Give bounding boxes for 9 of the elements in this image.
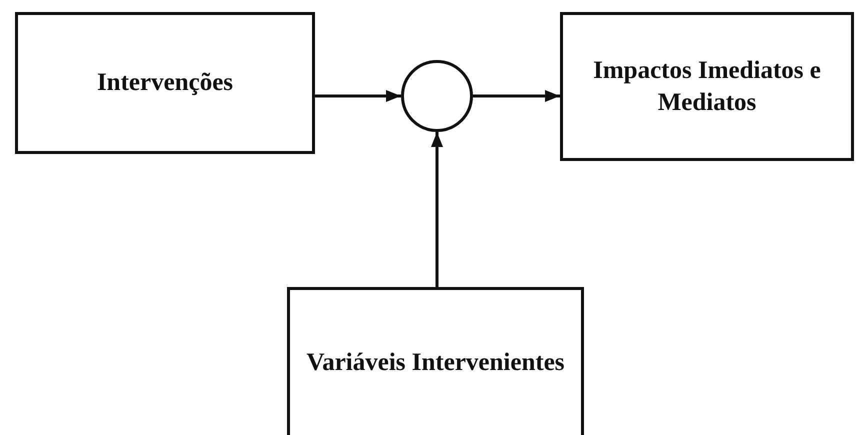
process-box	[560, 12, 854, 161]
box-label: Impactos Imediatos e Mediatos	[592, 56, 822, 118]
process-box	[287, 287, 584, 435]
arrow	[315, 90, 401, 102]
arrow	[473, 90, 560, 102]
process-box	[15, 12, 315, 154]
box-label: Intervenções	[96, 68, 234, 98]
arrow	[431, 132, 443, 287]
box-label: Variáveis Intervenientes	[306, 348, 565, 378]
